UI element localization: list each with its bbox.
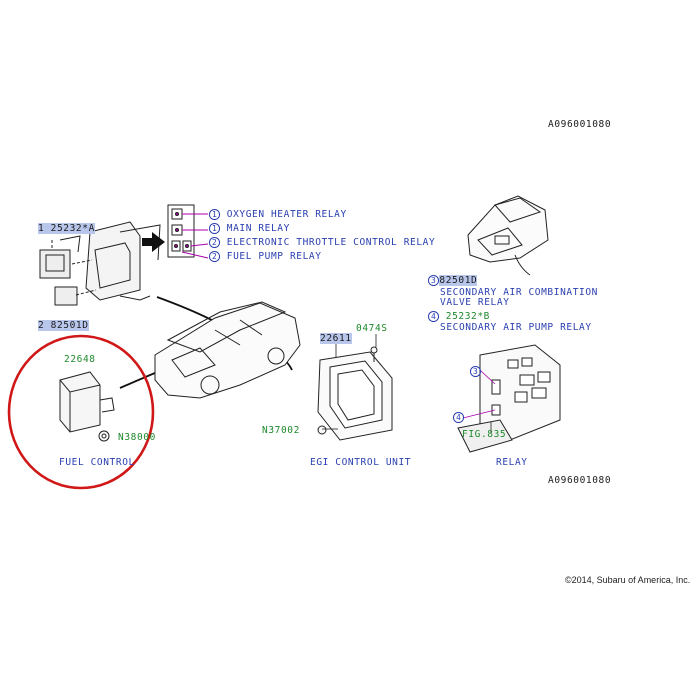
legend-item-oxygen-heater-relay: 1 OXYGEN HEATER RELAY [209, 209, 347, 220]
desc-valve-relay: VALVE RELAY [440, 297, 510, 308]
part-label-25232a[interactable]: 1 25232*A [38, 223, 95, 234]
part-label-0474s[interactable]: 0474S [356, 323, 388, 334]
figure-id-top: A096001080 [548, 119, 612, 130]
part-label-n38000[interactable]: N38000 [118, 432, 156, 443]
callout-3: 3 [470, 366, 482, 377]
wagon-car-illustration [154, 301, 301, 399]
copyright-text: ©2014, Subaru of America, Inc. [565, 575, 691, 585]
egi-control-unit-illustration [317, 346, 393, 441]
fig-reference-835[interactable]: FIG.835 [462, 429, 507, 440]
desc-secondary-air-pump-relay: SECONDARY AIR PUMP RELAY [440, 322, 592, 333]
figure-id-bottom: A096001080 [548, 475, 612, 486]
relay-position-box [167, 204, 209, 259]
part-label-22611[interactable]: 22611 [320, 333, 352, 344]
sedan-car-illustration [467, 195, 549, 276]
relay-connector-illustration [39, 221, 161, 306]
caption-fuel-control: FUEL CONTROL [59, 457, 135, 468]
legend-item-throttle-control-relay: 2 ELECTRONIC THROTTLE CONTROL RELAY [209, 237, 435, 248]
fuel-control-module-illustration [59, 371, 115, 442]
legend-item-fuel-pump-relay: 2 FUEL PUMP RELAY [209, 251, 322, 262]
part-label-82501d-left[interactable]: 2 82501D [38, 320, 89, 331]
callout-4: 4 [453, 412, 465, 423]
highlight-circle [7, 334, 155, 490]
part-label-22648[interactable]: 22648 [64, 354, 96, 365]
legend-item-main-relay: 1 MAIN RELAY [209, 223, 290, 234]
part-label-25232b[interactable]: 4 25232*B [428, 311, 490, 322]
arrow-right-icon [142, 232, 165, 252]
caption-relay: RELAY [496, 457, 528, 468]
part-label-n37002[interactable]: N37002 [262, 425, 300, 436]
fuse-box-illustration [457, 344, 561, 453]
desc-secondary-air-combination: SECONDARY AIR COMBINATION [440, 287, 598, 298]
caption-egi-control-unit: EGI CONTROL UNIT [310, 457, 412, 468]
